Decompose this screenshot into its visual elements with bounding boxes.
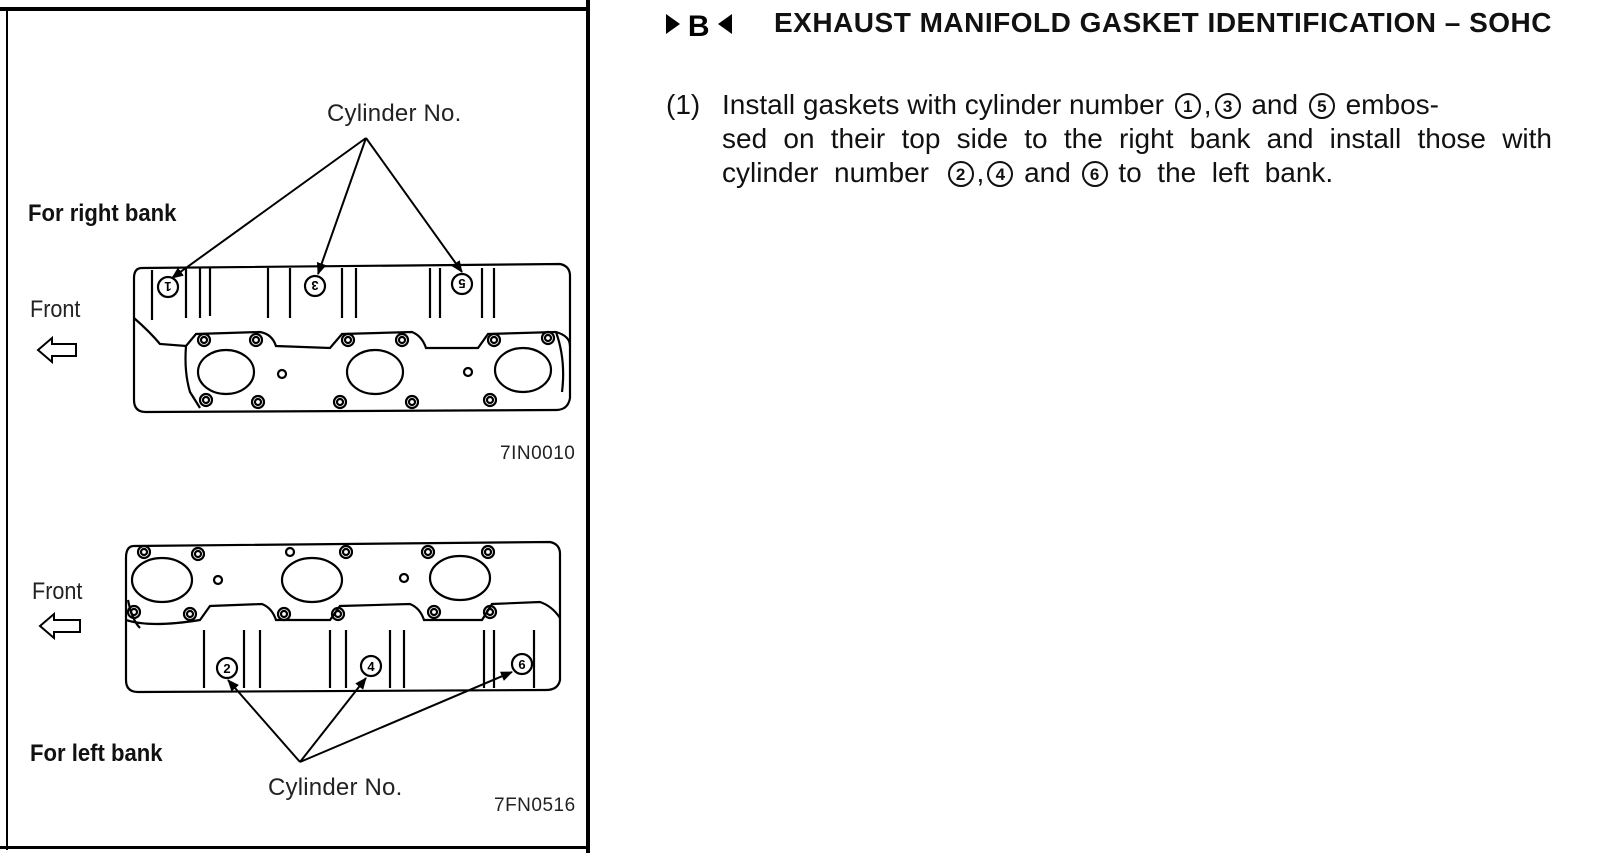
cylinder-number-badge: 2: [947, 161, 974, 187]
emboss-number: 4: [367, 659, 375, 674]
step-text-segment: and: [1251, 89, 1299, 120]
left-bank-label: For left bank: [30, 740, 163, 767]
cylinder-number-badge: 6: [1081, 161, 1108, 187]
gasket-diagram: 1 3 5: [36, 137, 572, 763]
cylinder-no-label: Cylinder No.: [268, 774, 403, 801]
emboss-number: 2: [223, 661, 230, 676]
emboss-number: 6: [518, 657, 525, 672]
figure-code: 7IN0010: [500, 443, 576, 464]
step-text-segment: to the left bank.: [1118, 157, 1334, 188]
cylinder-number-badge: 5: [1308, 93, 1335, 119]
front-arrow-icon: [38, 611, 81, 641]
step-text-segment: embos-: [1345, 89, 1439, 120]
section-marker-icon: B: [666, 10, 732, 42]
step-line-3: cylinder number 2,4 and 6 to the left ba…: [722, 157, 1334, 188]
step-line-2: sed on their top side to the right bank …: [722, 123, 1552, 154]
step-text-segment: cylinder number: [722, 157, 929, 188]
left-bank-leaders: [227, 671, 513, 763]
cylinder-number-badge: 1: [1174, 93, 1201, 119]
panel-bottom-rule: [0, 846, 590, 849]
step-text-segment: and: [1024, 157, 1071, 188]
step-line-1: Install gaskets with cylinder number 1,3…: [722, 89, 1439, 120]
emboss-number: 3: [311, 278, 318, 293]
section-title: EXHAUST MANIFOLD GASKET IDENTIFICATION –…: [774, 7, 1552, 38]
panel-top-rule: [0, 7, 590, 11]
figure-panel: 1 3 5: [0, 0, 590, 853]
right-bank-label: For right bank: [28, 200, 177, 227]
left-bank-gasket: [124, 540, 562, 694]
svg-text:B: B: [688, 10, 710, 42]
figure-code: 7FN0516: [494, 795, 576, 816]
front-arrow-icon: [36, 335, 77, 365]
front-label: Front: [32, 578, 83, 605]
cylinder-number-badge: 3: [1214, 93, 1241, 119]
step-text-segment: Install gaskets with cylinder number: [722, 89, 1164, 120]
panel-left-rule: [6, 7, 8, 850]
emboss-number: 5: [458, 276, 465, 291]
front-label: Front: [30, 296, 81, 323]
cylinder-no-label: Cylinder No.: [327, 100, 462, 127]
cylinder-number-badge: 4: [987, 161, 1014, 187]
right-bank-leaders: [171, 137, 463, 279]
step-text: Install gaskets with cylinder number 1,3…: [722, 88, 1552, 190]
emboss-number: 1: [164, 279, 171, 294]
right-bank-gasket: [132, 262, 572, 414]
step-number: (1): [666, 89, 701, 120]
